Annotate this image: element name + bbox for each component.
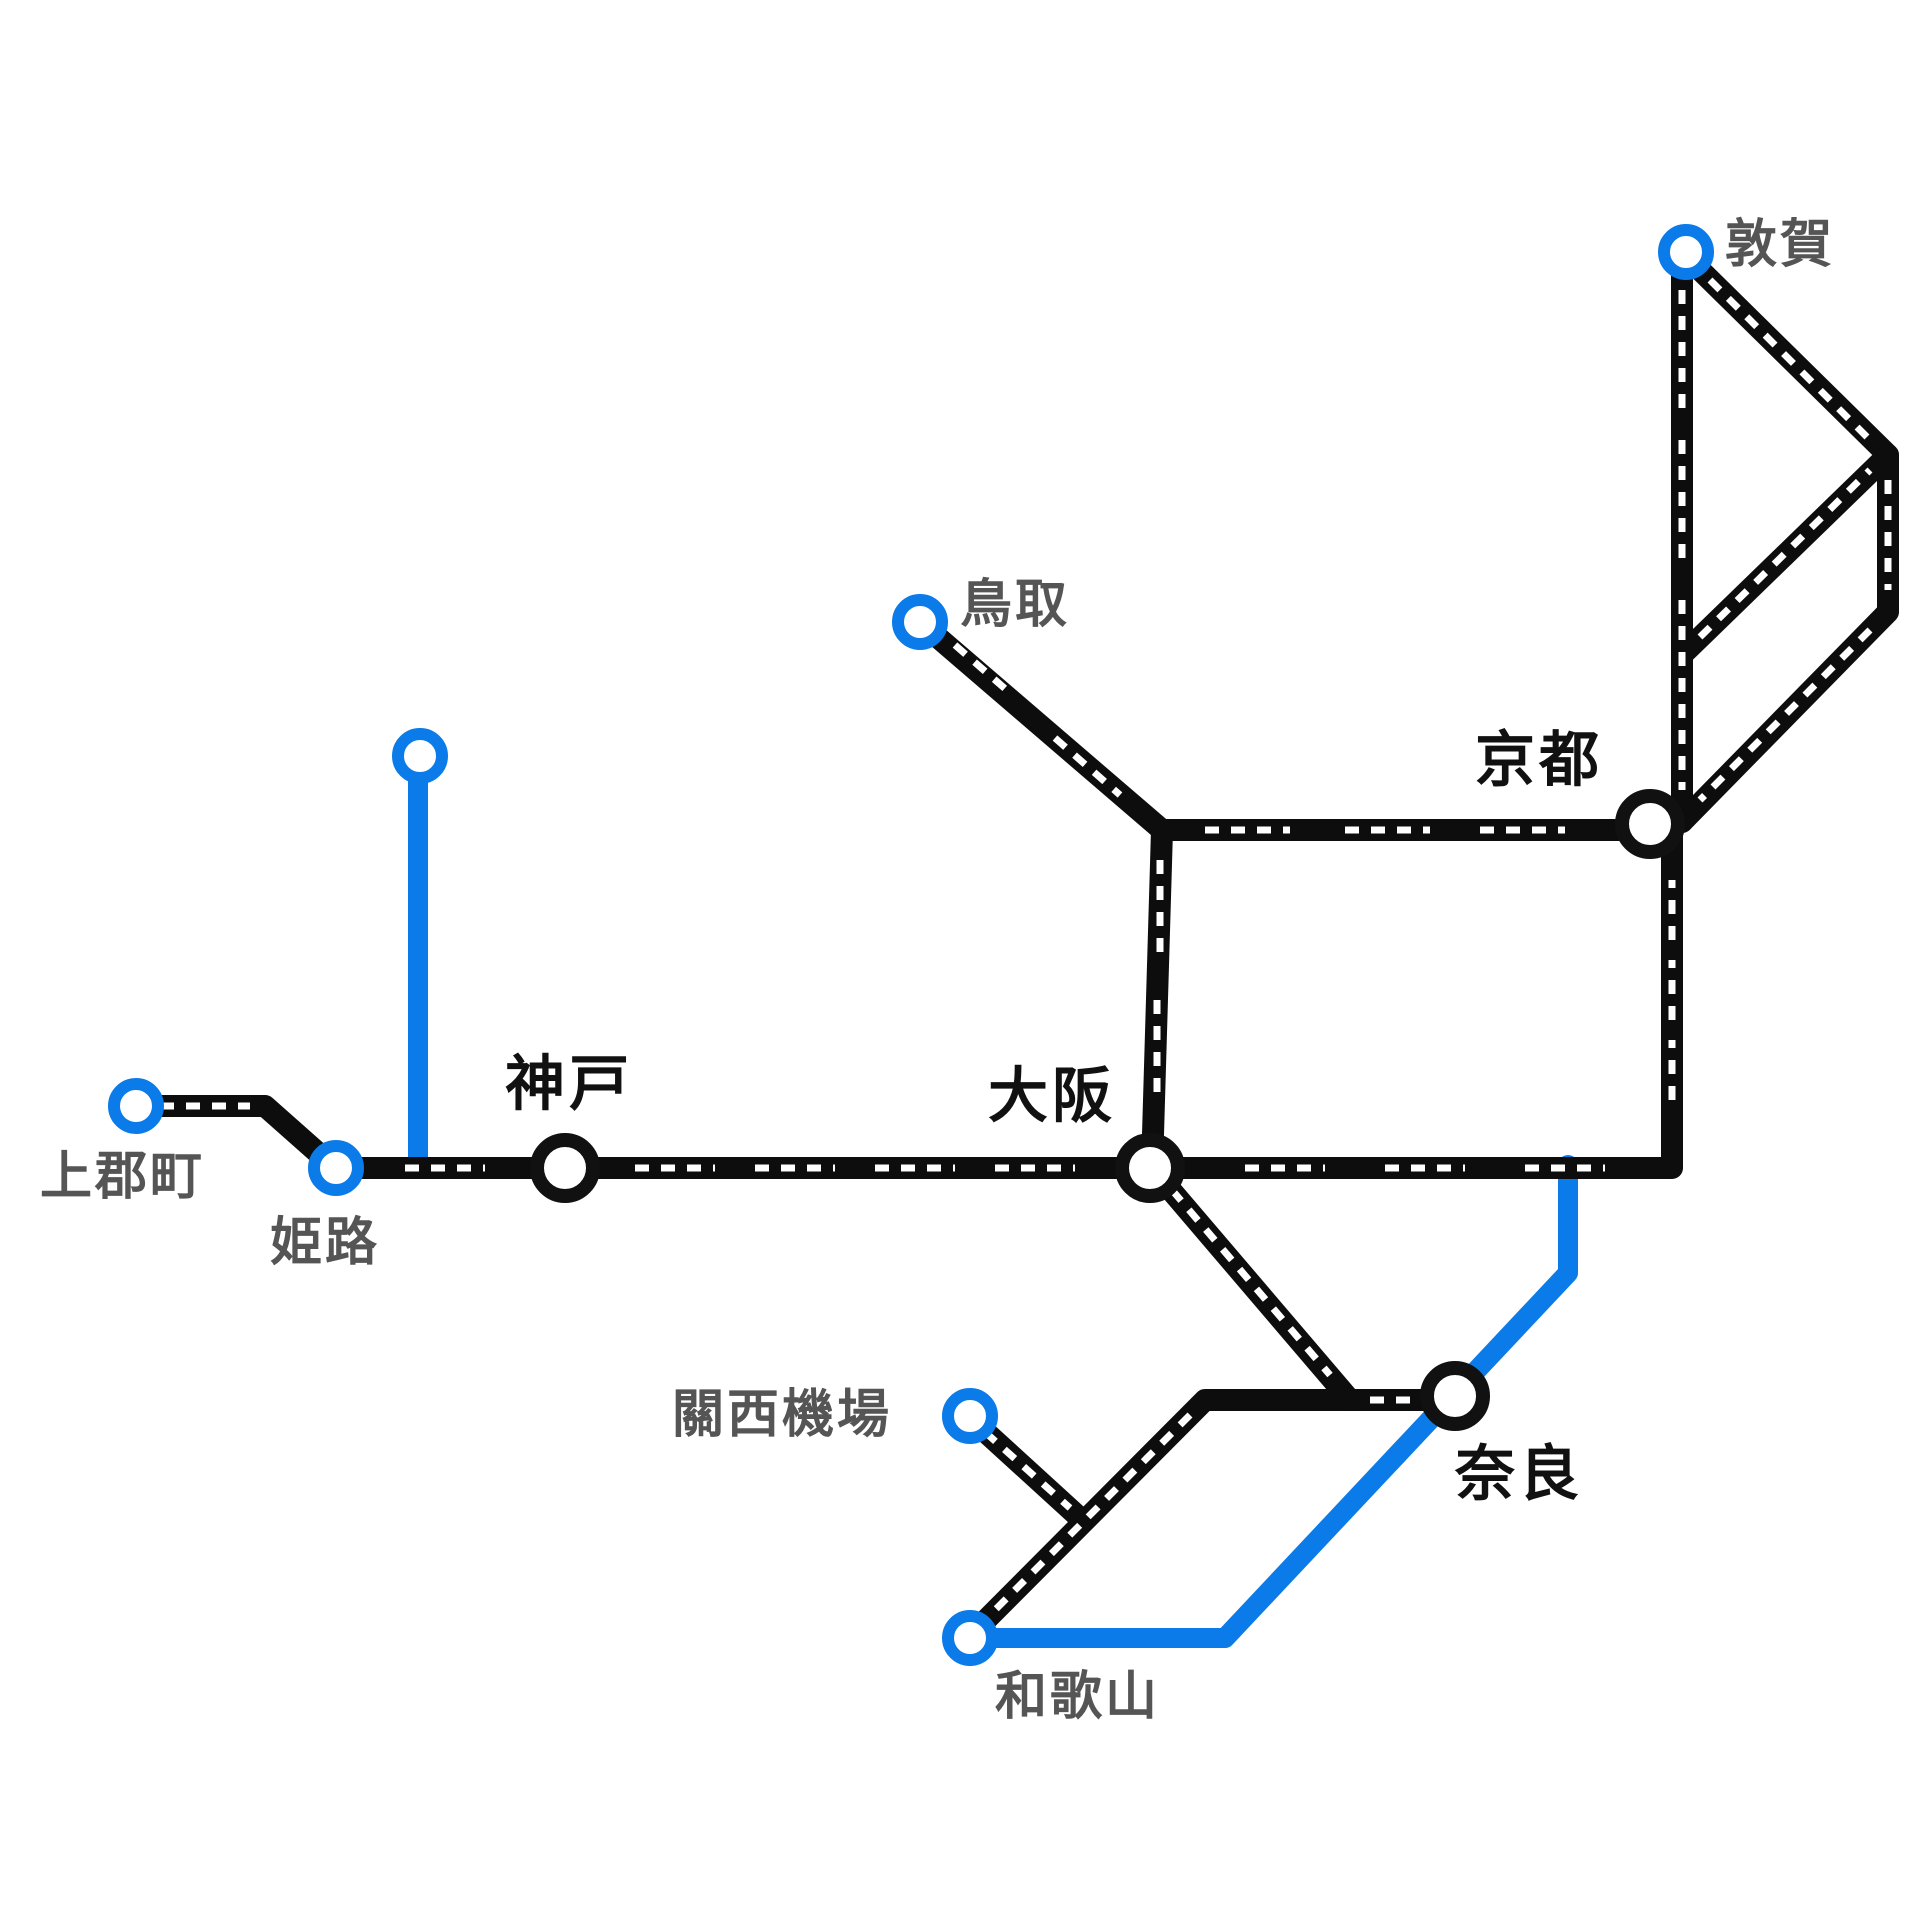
line-tottori-junction[interactable] xyxy=(909,611,1173,841)
label-tottori: 鳥取 xyxy=(960,575,1070,635)
station-wakayama-marker[interactable] xyxy=(942,1610,998,1666)
label-himeji: 姫路 xyxy=(270,1213,380,1273)
conventional-lines xyxy=(408,748,1578,1648)
station-osaka-marker[interactable] xyxy=(1115,1133,1185,1203)
major-stations xyxy=(530,789,1685,1431)
high-speed-dashes xyxy=(160,277,1892,1623)
station-tottori-marker[interactable] xyxy=(892,594,948,650)
blue-line-wakayama-nara[interactable] xyxy=(958,1155,1578,1648)
station-kyoto-marker[interactable] xyxy=(1615,789,1685,859)
station-kobe-marker[interactable] xyxy=(530,1133,600,1203)
line-kamigori-himeji[interactable] xyxy=(127,1095,346,1179)
station-kansai-airport-marker[interactable] xyxy=(942,1388,998,1444)
label-tsuruga: 敦賀 xyxy=(1725,215,1835,275)
station-kamigori-marker[interactable] xyxy=(108,1078,164,1134)
line-junction-osaka[interactable] xyxy=(1141,819,1173,1179)
line-junction-wakayama[interactable] xyxy=(957,1389,1361,1649)
label-kyoto: 京都 xyxy=(1475,726,1603,796)
station-nara-marker[interactable] xyxy=(1420,1361,1490,1431)
label-wakayama: 和歌山 xyxy=(995,1667,1160,1727)
station-labels: 敦賀 鳥取 京都 神戸 大阪 上郡町 姫路 關西機場 奈良 和歌山 xyxy=(40,215,1835,1727)
label-kobe: 神戸 xyxy=(505,1050,633,1120)
label-nara: 奈良 xyxy=(1454,1440,1583,1510)
station-tsuruga-marker[interactable] xyxy=(1658,224,1714,280)
minor-stations xyxy=(108,224,1714,1666)
high-speed-lines xyxy=(127,241,1899,1649)
label-kamigori: 上郡町 xyxy=(40,1147,205,1207)
label-kansai-airport: 關西機場 xyxy=(672,1385,892,1445)
station-unnamed-north-marker[interactable] xyxy=(392,728,448,784)
station-himeji-marker[interactable] xyxy=(308,1140,364,1196)
line-osaka-nara[interactable] xyxy=(1141,1157,1466,1411)
label-osaka: 大阪 xyxy=(988,1062,1116,1132)
line-osaka-east[interactable] xyxy=(1139,819,1683,1179)
